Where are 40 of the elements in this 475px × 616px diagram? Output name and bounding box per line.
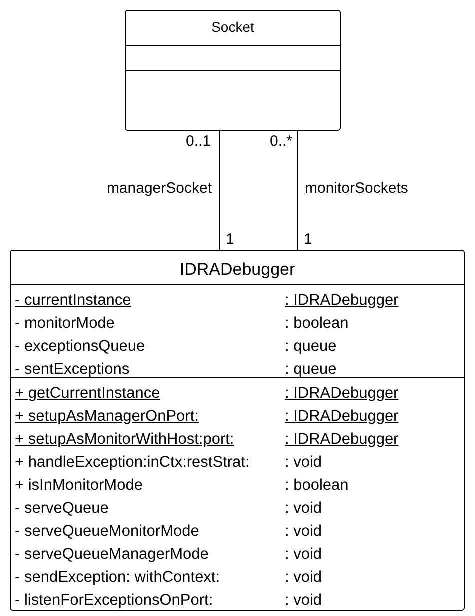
class-compartment <box>11 377 464 610</box>
type-name: : IDRADebugger <box>285 430 399 450</box>
type-name: : queue <box>285 360 337 380</box>
class-name: Socket <box>210 18 256 37</box>
class-compartment <box>11 284 464 376</box>
type-name: : void <box>285 568 322 588</box>
operation-name: + handleException:inCtx:restStrat: <box>15 452 251 473</box>
operation-name: + setupAsMonitorWithHost:port: <box>15 430 236 450</box>
type-name: : IDRADebugger <box>285 384 399 404</box>
multiplicity: 1 <box>226 230 234 250</box>
multiplicity: 0..1 <box>186 132 212 152</box>
type-name: : IDRADebugger <box>285 290 399 311</box>
type-name: : void <box>285 544 322 565</box>
type-name: : queue <box>285 336 337 357</box>
class-box <box>125 10 341 131</box>
operation-name: + isInMonitorMode <box>15 476 144 496</box>
multiplicity: 0..* <box>270 132 293 152</box>
class-name: IDRADebugger <box>178 259 296 281</box>
type-name: : boolean <box>285 476 349 496</box>
operation-name: + setupAsManagerOnPort: <box>15 406 200 427</box>
role-name: monitorSockets <box>305 179 408 199</box>
attribute-name: - sentExceptions <box>15 360 131 380</box>
operation-name: - serveQueue <box>15 498 110 519</box>
attribute-name: - monitorMode <box>15 314 116 334</box>
attribute-name: - currentInstance <box>15 290 132 311</box>
operation-name: - sendException: withContext: <box>15 568 222 588</box>
class-box <box>10 250 465 611</box>
type-name: : boolean <box>285 314 349 334</box>
operation-name: - listenForExceptionsOnPort: <box>15 590 214 611</box>
type-name: : void <box>285 590 322 611</box>
operation-name: - serveQueueManagerMode <box>15 544 210 565</box>
operation-name: - serveQueueMonitorMode <box>15 522 200 542</box>
operation-name: + getCurrentInstance <box>15 384 162 404</box>
type-name: : IDRADebugger <box>285 406 399 427</box>
type-name: : void <box>285 498 322 519</box>
role-name: managerSocket <box>106 179 212 199</box>
multiplicity: 1 <box>304 230 312 250</box>
type-name: : void <box>285 452 322 473</box>
type-name: : void <box>285 522 322 542</box>
attribute-name: - exceptionsQueue <box>15 336 146 357</box>
